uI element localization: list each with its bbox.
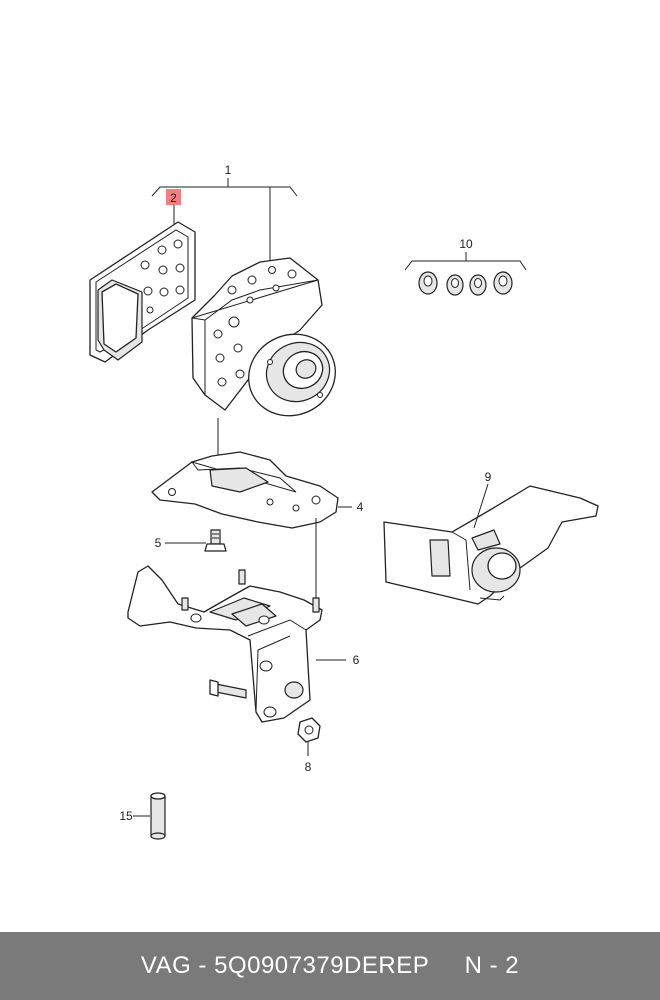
callout-2-highlight: [166, 189, 181, 205]
callout-1-bracket: [151, 178, 298, 270]
callout-4-label: 4: [357, 500, 364, 514]
nut-part-8: [297, 717, 321, 756]
grommets-part-10: [418, 271, 513, 296]
sleeve-part-15: [133, 792, 166, 840]
part-number-caption: VAG - 5Q0907379DEREP N - 2: [140, 952, 520, 979]
footer-bar: VAG - 5Q0907379DEREP N - 2: [0, 932, 660, 1000]
upper-bracket-part-4: [151, 451, 352, 529]
side-bolt: [209, 679, 247, 699]
callout-6-label: 6: [353, 653, 360, 667]
callout-8-label: 8: [305, 760, 312, 774]
bolt-part-5: [165, 529, 227, 552]
hydraulic-unit-part-1: [191, 257, 336, 417]
parts-diagram: 1 2: [89, 163, 599, 840]
callout-9-label: 9: [485, 470, 492, 484]
control-module-part-2: [89, 221, 196, 363]
callout-1-label: 1: [225, 163, 232, 177]
cover-part-9: [383, 483, 599, 605]
callout-2-label: 2: [170, 191, 177, 205]
callout-10-bracket: [404, 252, 527, 271]
lower-bracket-part-6: [127, 565, 346, 723]
callout-15-label: 15: [119, 809, 133, 823]
callout-5-label: 5: [155, 536, 162, 550]
callout-10-label: 10: [459, 237, 473, 251]
